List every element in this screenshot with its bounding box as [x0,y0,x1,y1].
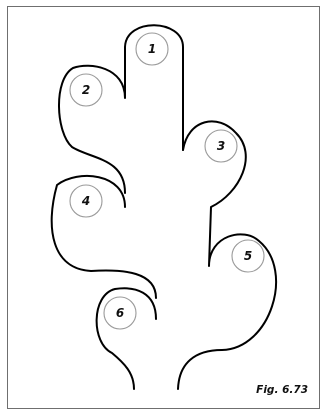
figure-caption: Fig. 6.73 [256,384,308,396]
marker-2: 2 [70,74,102,106]
marker-6-label: 6 [116,306,124,320]
marker-4: 4 [70,185,102,217]
marker-4-label: 4 [81,194,90,208]
marker-5-label: 5 [244,249,252,263]
figure-drawing: 1 2 3 4 5 6 Fig. 6.73 [8,7,321,410]
marker-2-label: 2 [82,83,90,97]
figure-frame: 1 2 3 4 5 6 Fig. 6.73 [7,6,320,409]
marker-3-label: 3 [217,139,225,153]
marker-3: 3 [205,130,237,162]
marker-1-label: 1 [148,42,156,56]
marker-1: 1 [136,33,168,65]
marker-6: 6 [104,297,136,329]
marker-5: 5 [232,240,264,272]
